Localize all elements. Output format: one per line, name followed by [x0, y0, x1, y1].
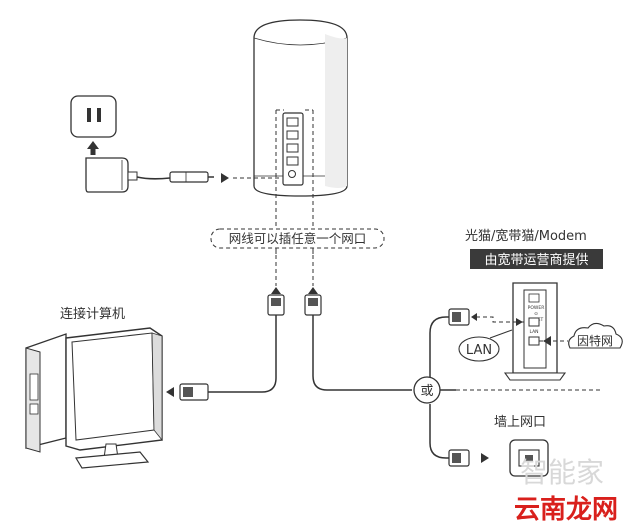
wall-port-label: 墙上网口 — [494, 415, 546, 430]
modem-power-text: POWER — [528, 305, 545, 311]
computer-cable — [208, 315, 277, 393]
branch-to-wall — [429, 404, 449, 459]
rj45-plug-left — [267, 287, 285, 316]
modem-lan-text: LAN — [529, 329, 538, 335]
insert-arrow-up — [87, 141, 99, 155]
port-note: 网线可以插任意一个网口 — [210, 228, 385, 249]
port-note-text: 网线可以插任意一个网口 — [229, 231, 367, 246]
modem-badge-text: 由宽带运营商提供 — [484, 252, 588, 268]
lan-text: LAN — [466, 343, 492, 358]
faint-watermark: 智能家 — [520, 456, 604, 489]
or-text: 或 — [420, 384, 433, 399]
wall-rj45-plug — [448, 449, 489, 467]
uplink-cable — [312, 315, 412, 391]
modem-device: POWER ⊙ RESET LAN — [503, 282, 567, 381]
router-lan-ports — [286, 117, 299, 178]
internet-cloud: 因特网 — [539, 322, 623, 349]
modem-title: 光猫/宽带猫/Modem — [465, 228, 587, 244]
power-adapter — [85, 157, 214, 193]
power-outlet — [70, 95, 117, 138]
wall-port-icon — [509, 439, 549, 477]
modem-rj45-plug — [448, 308, 477, 326]
lan-callout: LAN — [458, 329, 513, 362]
computer-icon — [25, 327, 163, 469]
power-arrow-right — [221, 173, 229, 183]
computer-rj45-plug — [166, 383, 209, 401]
or-badge: 或 — [413, 376, 441, 404]
brand-watermark: 云南龙网 — [514, 495, 618, 525]
router-device — [253, 19, 348, 258]
modem-badge: 由宽带运营商提供 — [470, 249, 603, 269]
internet-text: 因特网 — [577, 333, 613, 348]
rj45-plug-right — [304, 287, 322, 316]
svg-text:⊙: ⊙ — [534, 312, 538, 317]
computer-label: 连接计算机 — [60, 306, 125, 322]
